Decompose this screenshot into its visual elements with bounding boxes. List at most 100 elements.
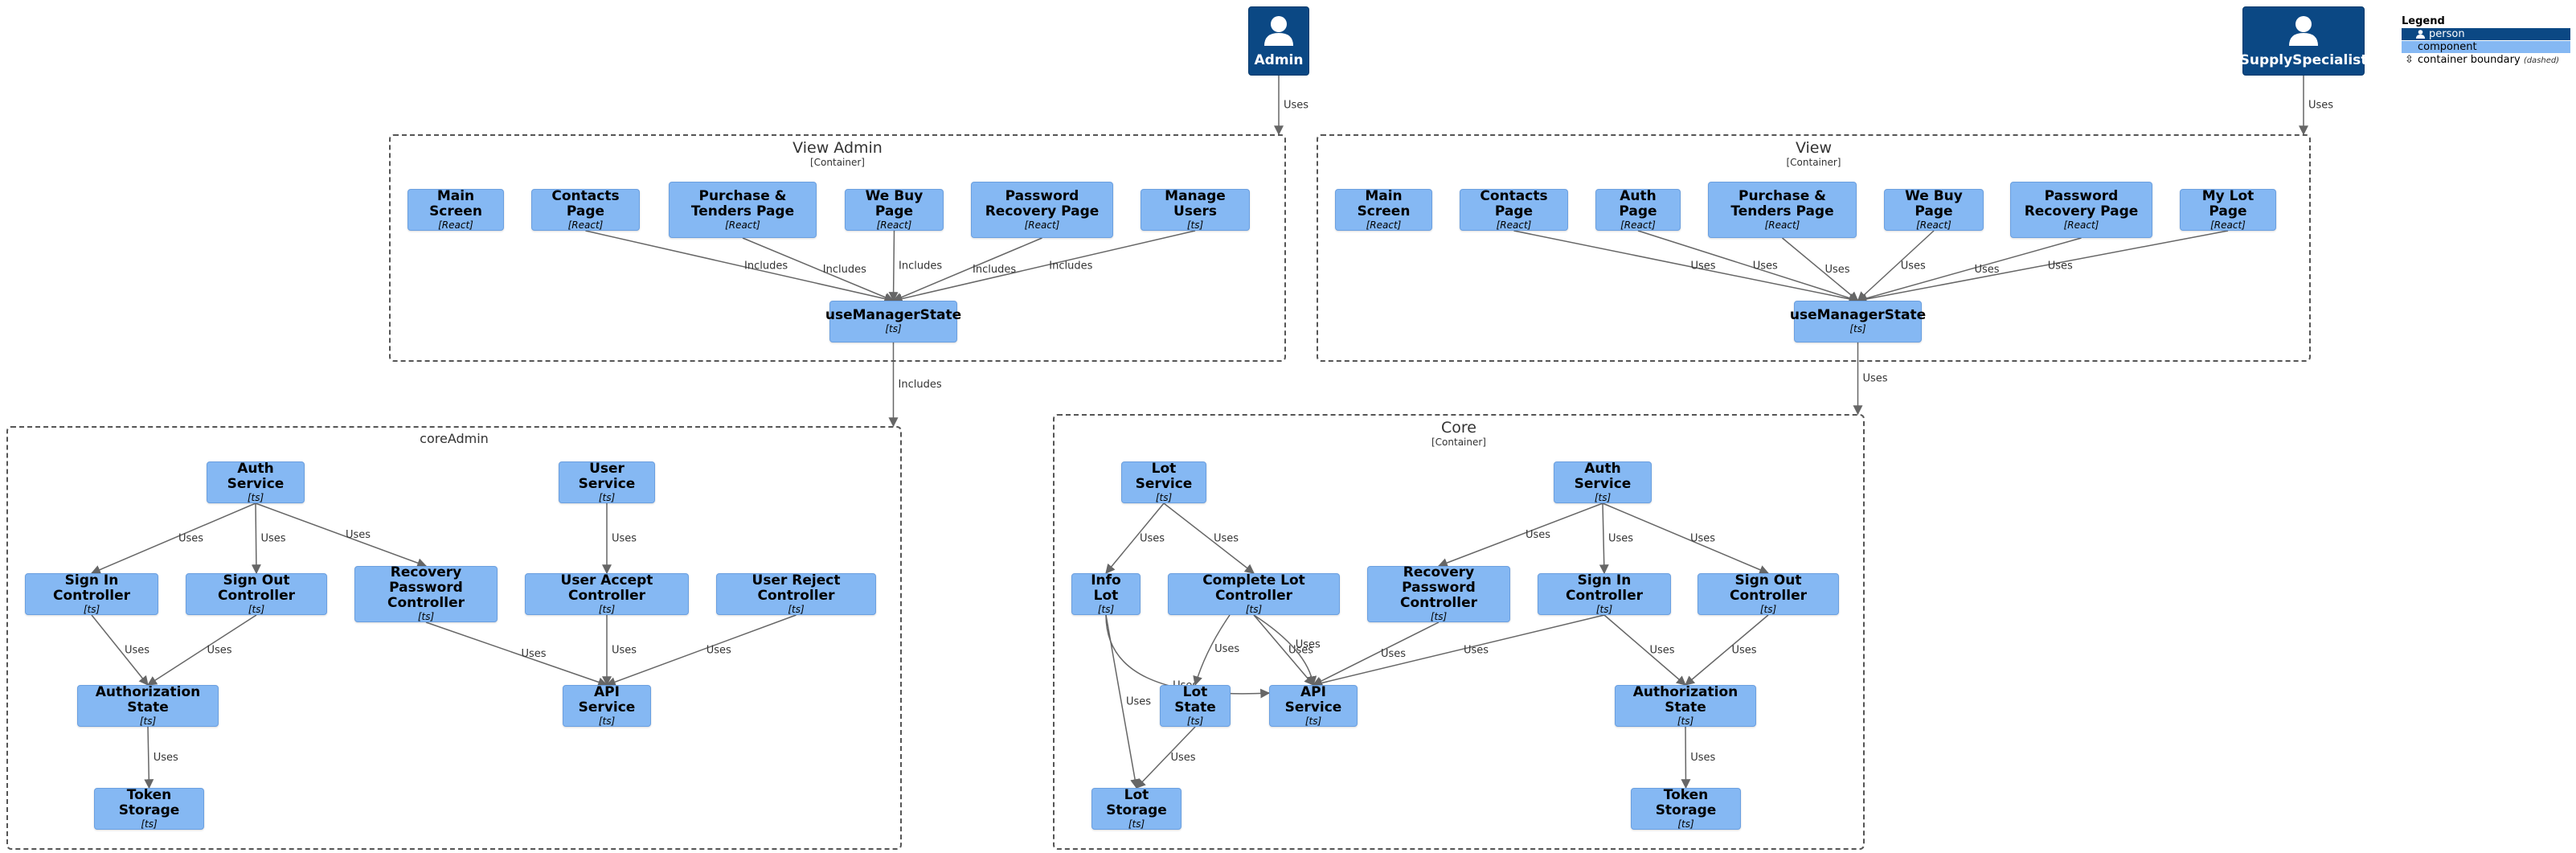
component-user-accept-controller[interactable]: User Accept Controller[ts] bbox=[525, 572, 689, 615]
edge-c_signin-c_api bbox=[1312, 614, 1605, 688]
component-tech: [React] bbox=[876, 219, 912, 231]
edge-label: Uses bbox=[1214, 533, 1239, 545]
component-complete-lot-controller[interactable]: Complete Lot Controller[ts] bbox=[1168, 572, 1340, 615]
component-tech: [ts] bbox=[1430, 611, 1448, 622]
component-authorization-state[interactable]: Authorization State[ts] bbox=[1615, 684, 1756, 727]
component-lot-state[interactable]: Lot State[ts] bbox=[1160, 683, 1231, 727]
component-tech: [ts] bbox=[417, 611, 435, 622]
boundary-core-admin: coreAdmin bbox=[6, 426, 902, 850]
person-admin[interactable]: Admin bbox=[1248, 6, 1309, 76]
component-name: useManagerState bbox=[825, 307, 962, 323]
component-user-reject-controller[interactable]: User Reject Controller[ts] bbox=[716, 572, 876, 615]
component-name: Lot Storage bbox=[1106, 786, 1167, 818]
edge-label: Uses bbox=[1464, 645, 1489, 657]
component-contacts-page[interactable]: Contacts Page[React] bbox=[531, 188, 640, 231]
component-purchase-tenders-page[interactable]: Purchase & Tenders Page[React] bbox=[1708, 182, 1857, 238]
edge-label: Uses bbox=[178, 533, 203, 545]
edge-label: Uses bbox=[154, 752, 178, 764]
component-auth-service[interactable]: Auth Service[ts] bbox=[1554, 461, 1652, 503]
edge-label: Uses bbox=[1975, 264, 2000, 276]
edge-va_contacts-va_state bbox=[585, 230, 895, 304]
edge-label: Uses bbox=[1863, 373, 1888, 385]
component-recovery-password-controller[interactable]: Recovery Password Controller[ts] bbox=[354, 565, 498, 622]
boundary-icon: ⇳ bbox=[2405, 54, 2414, 66]
component-tech: [ts] bbox=[139, 715, 157, 727]
component-tech: [React] bbox=[1496, 219, 1532, 231]
person-supplyspecialist[interactable]: SupplySpecialist bbox=[2240, 6, 2367, 76]
edge-label: Uses bbox=[1732, 645, 1757, 657]
component-name: Main Screen bbox=[1357, 187, 1411, 219]
component-my-lot-page[interactable]: My Lot Page[React] bbox=[2180, 188, 2276, 231]
component-info-lot[interactable]: Info Lot[ts] bbox=[1071, 572, 1141, 615]
component-we-buy-page[interactable]: We Buy Page[React] bbox=[845, 188, 944, 231]
component-tech: [React] bbox=[725, 219, 760, 231]
component-main-screen[interactable]: Main Screen[React] bbox=[407, 188, 504, 231]
component-token-storage[interactable]: Token Storage[ts] bbox=[94, 787, 204, 830]
component-name: Manage Users bbox=[1165, 187, 1226, 219]
component-contacts-page[interactable]: Contacts Page[React] bbox=[1460, 187, 1568, 231]
component-name: Info Lot bbox=[1091, 572, 1121, 604]
component-manage-users[interactable]: Manage Users[ts] bbox=[1141, 187, 1250, 231]
component-name: API Service bbox=[1284, 683, 1342, 716]
boundary-subtitle: [Container] bbox=[809, 157, 865, 168]
person-icon bbox=[2289, 16, 2318, 46]
boundary-view: View [Container] bbox=[1317, 134, 2311, 362]
component-tech: [ts] bbox=[598, 603, 616, 615]
component-name: User Reject Controller bbox=[752, 572, 841, 604]
legend-boundary-note: (dashed) bbox=[2523, 56, 2560, 65]
component-sign-out-controller[interactable]: Sign Out Controller[ts] bbox=[186, 572, 327, 615]
edge-label: Uses bbox=[1126, 696, 1151, 708]
component-tech: [React] bbox=[438, 219, 473, 231]
component-user-service[interactable]: User Service[ts] bbox=[559, 461, 655, 503]
edge-label: Uses bbox=[706, 645, 731, 657]
legend-person: person bbox=[2402, 28, 2570, 40]
component-lot-storage[interactable]: Lot Storage[ts] bbox=[1091, 786, 1182, 830]
component-we-buy-page[interactable]: We Buy Page[React] bbox=[1884, 188, 1984, 231]
component-use-manager-state[interactable]: useManagerState[ts] bbox=[825, 301, 961, 342]
component-main-screen[interactable]: Main Screen[React] bbox=[1335, 187, 1432, 231]
component-tech: [ts] bbox=[1304, 715, 1322, 727]
edge-c_auth-c_recovery bbox=[1437, 502, 1603, 568]
edge-label: Uses bbox=[1691, 260, 1716, 273]
edge-label: Includes bbox=[1049, 260, 1092, 273]
edge-label: Uses bbox=[1526, 529, 1550, 541]
component-name: Contacts Page bbox=[1480, 187, 1548, 219]
component-tech: [ts] bbox=[1186, 715, 1204, 727]
component-purchase-tenders-page[interactable]: Purchase & Tenders Page[React] bbox=[669, 182, 817, 238]
edge-label: Uses bbox=[1825, 264, 1850, 276]
component-use-manager-state[interactable]: useManagerState[ts] bbox=[1790, 301, 1926, 342]
edge-label: Uses bbox=[1753, 260, 1778, 273]
edge-label: Uses bbox=[1140, 533, 1165, 545]
component-auth-service[interactable]: Auth Service[ts] bbox=[207, 461, 305, 503]
component-password-recovery-page[interactable]: Password Recovery Page[React] bbox=[2010, 182, 2152, 238]
component-tech: [ts] bbox=[788, 603, 805, 615]
component-sign-in-controller[interactable]: Sign In Controller[ts] bbox=[1538, 572, 1671, 615]
edge-label: Includes bbox=[899, 260, 942, 273]
boundary-view-admin: View Admin [Container] bbox=[389, 134, 1286, 362]
component-lot-service[interactable]: Lot Service[ts] bbox=[1121, 461, 1206, 503]
component-tech: [ts] bbox=[1186, 219, 1204, 231]
component-sign-out-controller[interactable]: Sign Out Controller[ts] bbox=[1698, 572, 1839, 615]
component-recovery-password-controller[interactable]: Recovery Password Controller[ts] bbox=[1367, 565, 1510, 622]
component-name: Complete Lot Controller bbox=[1202, 572, 1305, 604]
edge-v_webuy-v_state bbox=[1857, 230, 1935, 301]
legend-person-label: person bbox=[2429, 28, 2465, 40]
edge-label: Uses bbox=[346, 529, 371, 541]
component-auth-page[interactable]: Auth Page[React] bbox=[1595, 188, 1681, 231]
component-sign-in-controller[interactable]: Sign In Controller[ts] bbox=[25, 572, 158, 615]
edge-c_complete-c_lotstate bbox=[1193, 614, 1231, 687]
edge-c_lot-c_complete bbox=[1163, 502, 1255, 574]
edge-label: Uses bbox=[522, 648, 547, 660]
edge-c_lotstate-c_lotstorage bbox=[1136, 726, 1196, 789]
edge-c_auth-c_signin bbox=[1599, 502, 1609, 575]
component-password-recovery-page[interactable]: Password Recovery Page[React] bbox=[971, 182, 1113, 238]
component-tech: [ts] bbox=[1677, 715, 1694, 727]
boundary-subtitle: [Container] bbox=[1431, 437, 1486, 448]
component-authorization-state[interactable]: Authorization State[ts] bbox=[77, 684, 219, 727]
component-token-storage[interactable]: Token Storage[ts] bbox=[1631, 787, 1741, 830]
component-name: Lot State bbox=[1174, 683, 1216, 716]
component-api-service[interactable]: API Service[ts] bbox=[1269, 683, 1358, 727]
component-api-service[interactable]: API Service[ts] bbox=[563, 684, 651, 727]
edge-label: Uses bbox=[1296, 639, 1321, 651]
